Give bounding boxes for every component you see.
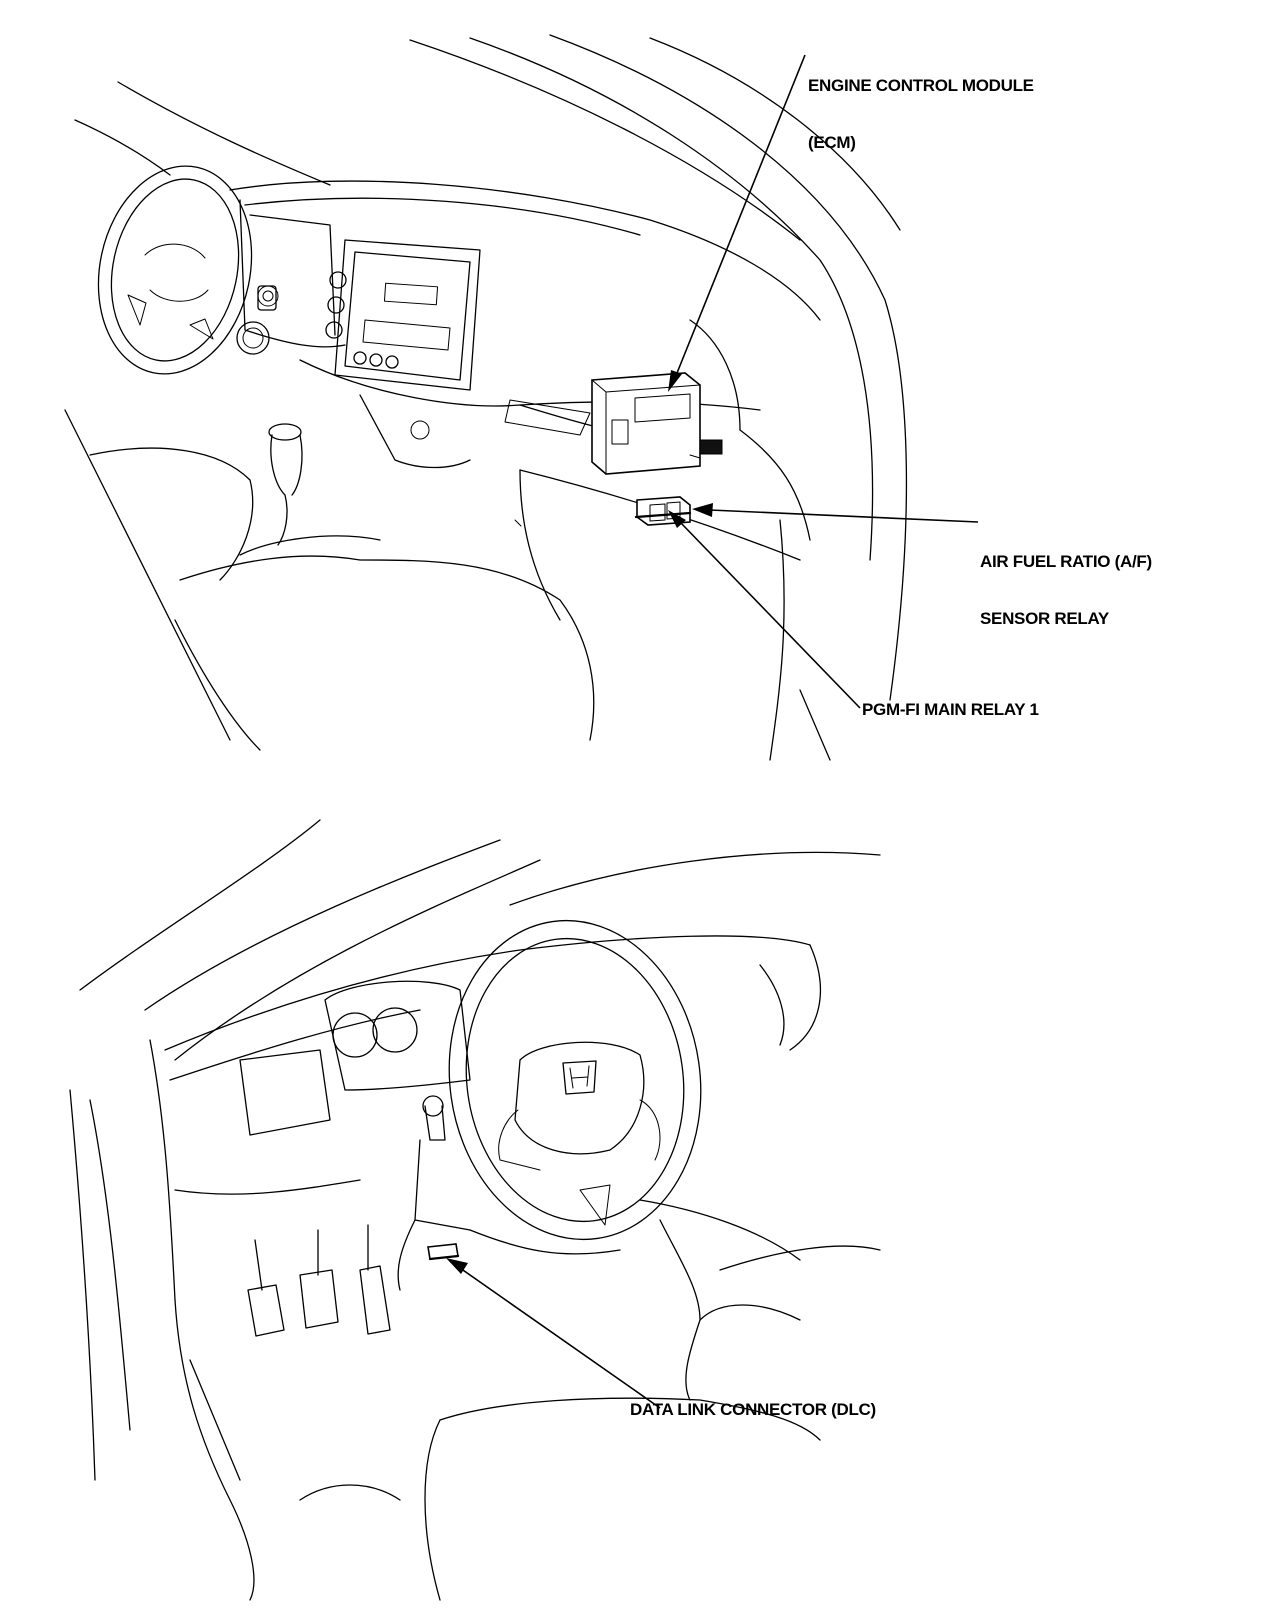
ecm-leader [674,54,806,379]
ecm-label: ENGINE CONTROL MODULE (ECM) [808,38,1034,171]
ecm-arrow [668,370,682,392]
dlc-connector [427,1243,460,1261]
ecm-unit [591,372,723,475]
af-relay-label-line1: AIR FUEL RATIO (A/F) [980,552,1152,571]
af-relay-label-line2: SENSOR RELAY [980,609,1109,628]
dlc-leader [459,1267,661,1409]
af-relay-label: AIR FUEL RATIO (A/F) SENSOR RELAY [980,514,1152,647]
ecm-label-line1: ENGINE CONTROL MODULE [808,76,1034,95]
pgm-relay-label: PGM-FI MAIN RELAY 1 [862,700,1039,719]
af-relay-leader [709,509,979,523]
af-relay-arrow [692,503,713,517]
pgm-relay-arrow [668,510,686,528]
bottom-view [69,819,881,1601]
top-view [64,34,908,761]
dlc-arrow [446,1258,468,1274]
dlc-label: DATA LINK CONNECTOR (DLC) [630,1400,876,1419]
pgm-relay-leader [679,521,861,709]
ecm-label-line2: (ECM) [808,133,856,152]
honda-emblem [562,1060,597,1095]
